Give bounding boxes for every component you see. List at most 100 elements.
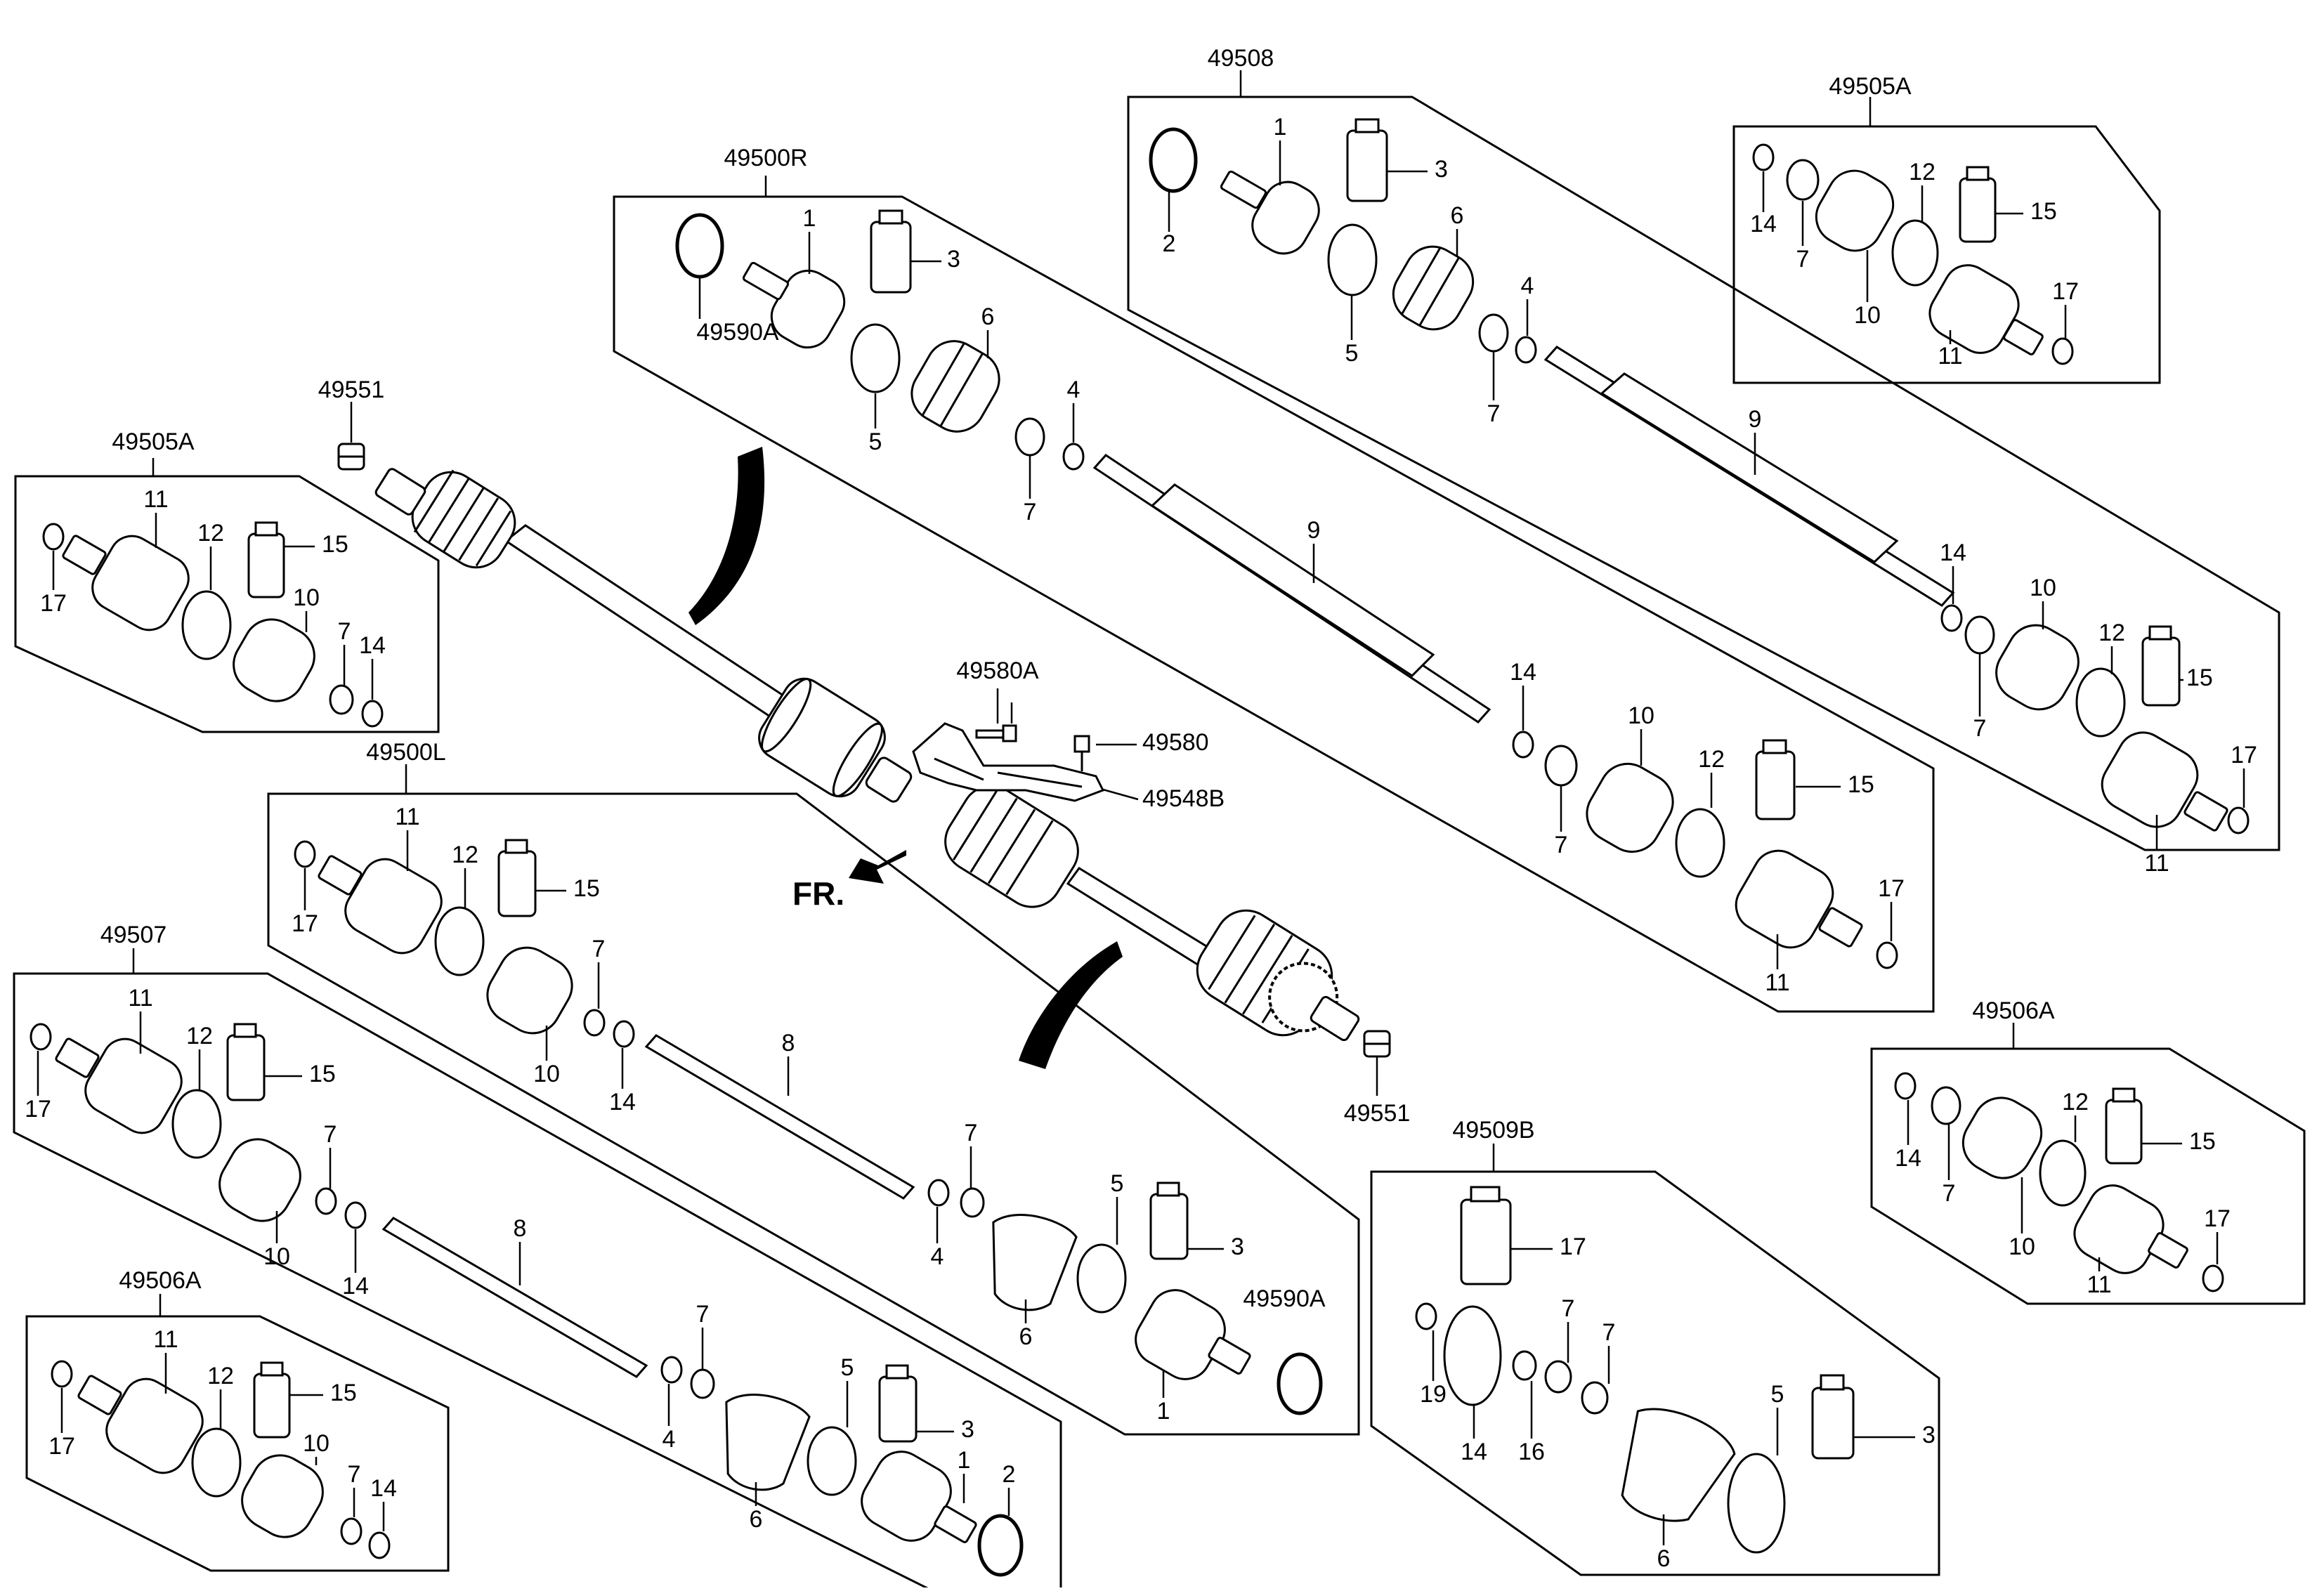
callout-7b: 7 [1973, 715, 1987, 742]
box-49500R-parts [675, 209, 1898, 969]
callout-11-7: 11 [128, 985, 152, 1011]
box-49505A-left-parts [42, 521, 384, 728]
part-callouts: 1 2 3 5 6 4 7 9 14 10 12 15 7 11 17 14 7 [25, 114, 2257, 1572]
label-49507: 49507 [100, 922, 167, 948]
callout-17-6l: 17 [48, 1433, 75, 1460]
callout-14-6l: 14 [370, 1475, 397, 1502]
callout-14-L: 14 [609, 1089, 636, 1115]
callout-7-r: 7 [1024, 499, 1037, 525]
nut-49551-bottom [1363, 1030, 1391, 1058]
callout-14-t: 14 [1750, 211, 1777, 237]
callout-14-r: 14 [1510, 659, 1536, 686]
label-49506A-left: 49506A [119, 1267, 202, 1294]
callout-10-7: 10 [263, 1243, 290, 1270]
callout-17-6r: 17 [2204, 1205, 2231, 1232]
callout-15-6r: 15 [2189, 1128, 2216, 1155]
callout-11-r: 11 [1765, 969, 1789, 996]
label-49505A-left: 49505A [112, 428, 195, 455]
callout-1-L: 1 [1157, 1398, 1170, 1425]
callout-15: 15 [2186, 664, 2213, 691]
callout-14-6r: 14 [1895, 1145, 1921, 1172]
callout-8-L: 8 [782, 1030, 795, 1056]
callout-9: 9 [1749, 406, 1762, 433]
callout-4: 4 [1521, 273, 1534, 299]
box-49506A-right-parts [1894, 1072, 2224, 1292]
label-49505A-top: 49505A [1829, 73, 1912, 100]
callout-1-7: 1 [958, 1447, 971, 1474]
callout-12-t: 12 [1909, 159, 1935, 185]
callout-17-r: 17 [1878, 875, 1905, 902]
callout-2-7: 2 [1003, 1461, 1016, 1488]
callout-4-r: 4 [1067, 377, 1081, 403]
callout-11-6r: 11 [2087, 1271, 2111, 1298]
callout-6: 6 [1451, 202, 1464, 229]
callout-7-9b: 7 [1602, 1319, 1616, 1346]
box-49505A-top [1732, 125, 2161, 384]
callout-10-t: 10 [1854, 302, 1881, 329]
callout-17-t: 17 [2052, 278, 2079, 305]
bracket-49548B [912, 702, 1105, 802]
callout-7-t: 7 [1796, 246, 1810, 273]
box-49506A-left [25, 1315, 450, 1572]
callout-11-l: 11 [143, 486, 168, 513]
label-49580: 49580 [1142, 729, 1209, 756]
box-49506A-right [1870, 1047, 2306, 1305]
callout-17-L: 17 [292, 910, 318, 937]
callout-6-L: 6 [1019, 1323, 1033, 1350]
callout-15-L: 15 [573, 875, 600, 902]
callout-7-9a: 7 [1562, 1295, 1575, 1322]
leader-lines [132, 70, 2015, 1316]
box-49505A-left [14, 475, 440, 733]
main-drive-shaft [374, 468, 1360, 1042]
box-49509B-parts [1415, 1186, 1855, 1554]
callout-17-l: 17 [40, 590, 67, 617]
callout-14-l: 14 [359, 632, 386, 659]
callout-6-9: 6 [1657, 1545, 1671, 1572]
callout-15-7: 15 [309, 1061, 336, 1087]
callout-11-L: 11 [395, 804, 419, 830]
callout-7-7: 7 [324, 1121, 337, 1148]
curve-arrow-top [688, 447, 765, 625]
callout-3-7: 3 [961, 1416, 974, 1443]
label-49508: 49508 [1208, 45, 1274, 72]
callout-15-6l: 15 [330, 1380, 357, 1406]
callout-10-l: 10 [293, 584, 320, 611]
callout-12-6r: 12 [2062, 1089, 2089, 1115]
label-49590A-right: 49590A [696, 319, 779, 346]
callout-14-7: 14 [342, 1273, 369, 1299]
callout-5-L: 5 [1111, 1170, 1124, 1197]
callout-5-9: 5 [1771, 1381, 1784, 1408]
box-49508 [1127, 96, 2280, 851]
callout-4-L: 4 [931, 1243, 944, 1270]
front-direction-indicator: FR. [792, 850, 906, 912]
callout-7: 7 [1487, 400, 1501, 427]
callout-6-7: 6 [750, 1506, 763, 1533]
callout-11-6l: 11 [153, 1326, 178, 1353]
callout-5: 5 [1345, 340, 1359, 367]
callout-12-l: 12 [197, 520, 224, 546]
front-label: FR. [792, 875, 844, 912]
callout-12-r: 12 [1698, 746, 1725, 773]
box-49509B [1370, 1170, 1940, 1576]
callout-9-r: 9 [1307, 517, 1321, 544]
box-49508-parts [1149, 118, 2250, 834]
group-labels: 49508 49505A 49500R 49551 49505A 49580A … [100, 45, 2055, 1312]
callout-7-l: 7 [338, 618, 351, 645]
callout-19-9: 19 [1420, 1381, 1447, 1408]
label-49590A-left: 49590A [1243, 1285, 1326, 1312]
callout-3-L: 3 [1231, 1233, 1244, 1260]
callout-12-6l: 12 [207, 1363, 234, 1389]
callout-4-7: 4 [662, 1426, 676, 1453]
nut-49551-top [337, 443, 365, 471]
label-49580A: 49580A [956, 657, 1039, 684]
label-49506A-right: 49506A [1972, 997, 2055, 1024]
callout-15-t: 15 [2030, 198, 2057, 225]
callout-6-r: 6 [981, 303, 995, 330]
box-49507-parts [30, 1023, 1024, 1577]
callout-7-L: 7 [592, 936, 606, 962]
callout-10-L: 10 [533, 1061, 560, 1087]
callout-14-9: 14 [1461, 1439, 1487, 1465]
callout-12: 12 [2098, 620, 2125, 646]
